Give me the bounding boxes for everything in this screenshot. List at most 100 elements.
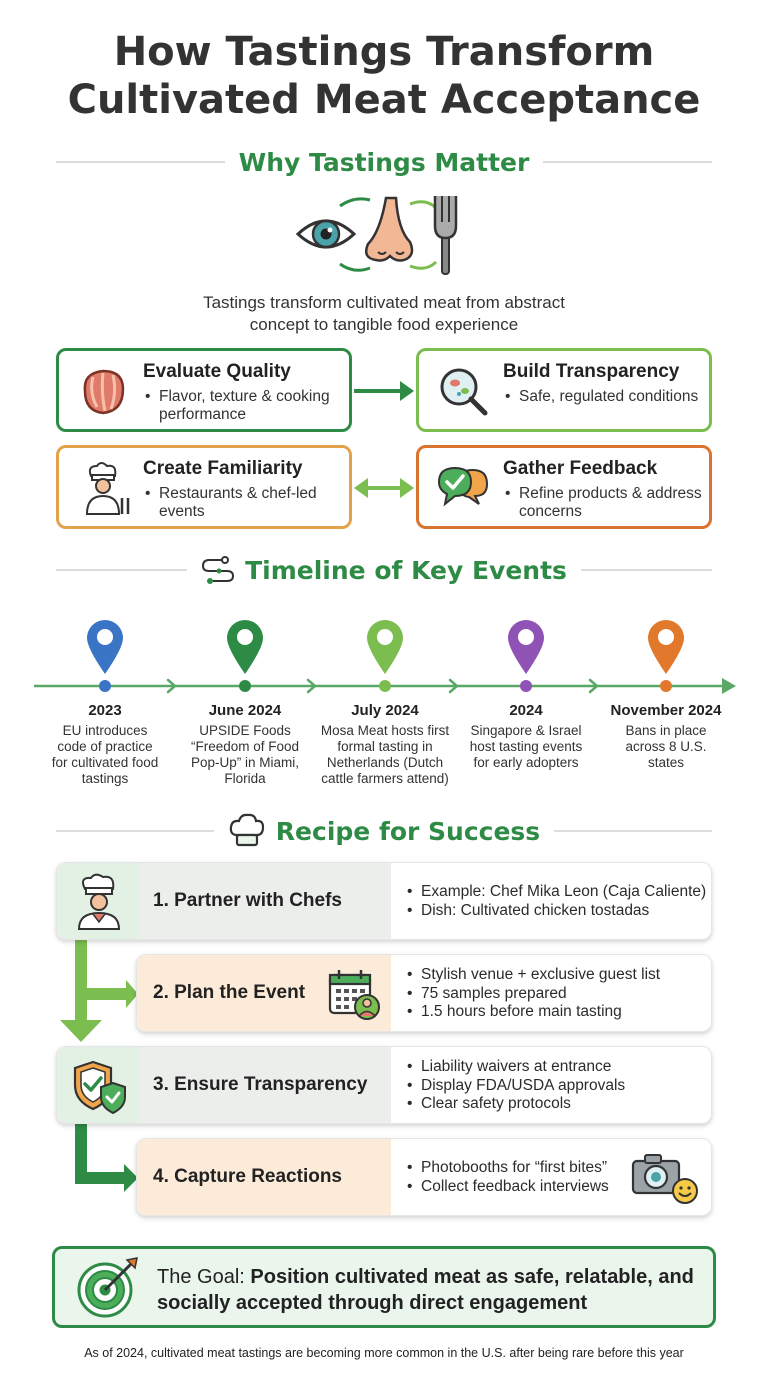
timeline-event: 2024 Singapore & Israel host tasting eve… bbox=[456, 702, 596, 771]
step-bullet: Display FDA/USDA approvals bbox=[407, 1077, 625, 1096]
card-title: Create Familiarity bbox=[143, 458, 303, 479]
step-bullet: Photobooths for “first bites” bbox=[407, 1159, 609, 1178]
event-date: July 2024 bbox=[351, 702, 419, 719]
step-bullet: Dish: Cultivated chicken tostadas bbox=[407, 902, 706, 921]
event-description: UPSIDE Foods “Freedom of Food Pop-Up” in… bbox=[190, 723, 300, 786]
step-bullet: 1.5 hours before main tasting bbox=[407, 1003, 660, 1022]
why-section-heading: Why Tastings Matter bbox=[56, 144, 712, 180]
timeline-event: June 2024 UPSIDE Foods “Freedom of Food … bbox=[175, 702, 315, 787]
arrow-right-connector bbox=[354, 381, 414, 401]
chef-icon bbox=[85, 462, 130, 515]
timeline-section-heading: Timeline of Key Events bbox=[56, 552, 713, 588]
arrow-bidirectional-connector bbox=[354, 478, 414, 498]
shield-check-icon bbox=[73, 1060, 126, 1115]
step-title: 3. Ensure Transparency bbox=[153, 1074, 368, 1095]
step-bullets: Photobooths for “first bites” Collect fe… bbox=[407, 1159, 609, 1196]
timeline-dot bbox=[660, 680, 672, 692]
senses-illustration bbox=[295, 196, 458, 275]
goal-statement: Position cultivated meat as safe, relata… bbox=[157, 1266, 694, 1314]
card-evaluate-quality: Evaluate Quality Flavor, texture & cooki… bbox=[56, 348, 352, 432]
card-bullet: Flavor, texture & cooking performance bbox=[145, 388, 345, 424]
meat-icon bbox=[83, 369, 125, 415]
step-bullet: Stylish venue + exclusive guest list bbox=[407, 966, 660, 985]
timeline-dot bbox=[239, 680, 251, 692]
event-date: 2023 bbox=[88, 702, 122, 719]
page-title: How Tastings Transform Cultivated Meat A… bbox=[0, 28, 768, 124]
speech-bubbles-icon bbox=[437, 466, 489, 507]
camera-smiley-icon bbox=[631, 1154, 698, 1204]
timeline-track bbox=[34, 620, 736, 694]
target-arrow-icon bbox=[77, 1257, 138, 1318]
goal-prefix: The Goal: bbox=[157, 1266, 251, 1288]
map-pin-icon bbox=[648, 620, 684, 692]
timeline-event: November 2024 Bans in place across 8 U.S… bbox=[596, 702, 736, 771]
card-bullet: Refine products & address concerns bbox=[505, 485, 705, 521]
recipe-step-3: 3. Ensure Transparency Liability waivers… bbox=[56, 1046, 712, 1124]
event-description: Mosa Meat hosts first formal tasting in … bbox=[320, 723, 450, 786]
step-title-panel bbox=[137, 1139, 391, 1215]
recipe-heading: Recipe for Success bbox=[275, 816, 541, 846]
chef-hat-icon bbox=[229, 813, 264, 847]
divider bbox=[580, 569, 713, 571]
why-heading: Why Tastings Matter bbox=[238, 147, 530, 177]
timeline-heading-wrap: Timeline of Key Events bbox=[187, 555, 581, 585]
step-bullets: Example: Chef Mika Leon (Caja Caliente) … bbox=[407, 883, 706, 920]
map-pin-icon bbox=[367, 620, 403, 692]
step-bullet: Liability waivers at entrance bbox=[407, 1058, 625, 1077]
timeline-heading: Timeline of Key Events bbox=[245, 555, 567, 585]
map-pin-icon bbox=[87, 620, 123, 692]
intro-line-2: concept to tangible food experience bbox=[249, 315, 519, 334]
why-intro: Tastings transform cultivated meat from … bbox=[104, 292, 664, 336]
step-title: 4. Capture Reactions bbox=[153, 1166, 342, 1187]
divider bbox=[543, 161, 712, 163]
recipe-flow-arrows bbox=[60, 938, 138, 1192]
goal-text: The Goal: Position cultivated meat as sa… bbox=[157, 1264, 713, 1316]
recipe-heading-wrap: Recipe for Success bbox=[214, 813, 554, 849]
timeline-path-icon bbox=[202, 556, 235, 584]
divider bbox=[56, 830, 214, 832]
card-bullet: Restaurants & chef-led events bbox=[145, 485, 345, 521]
intro-line-1: Tastings transform cultivated meat from … bbox=[203, 293, 565, 312]
footnote: As of 2024, cultivated meat tastings are… bbox=[84, 1346, 684, 1360]
step-bullet: Collect feedback interviews bbox=[407, 1178, 609, 1197]
card-build-transparency: Build Transparency Safe, regulated condi… bbox=[416, 348, 712, 432]
timeline-dot bbox=[520, 680, 532, 692]
divider bbox=[554, 830, 712, 832]
card-create-familiarity: Create Familiarity Restaurants & chef-le… bbox=[56, 445, 352, 529]
timeline-event: 2023 EU introduces code of practice for … bbox=[35, 702, 175, 787]
card-title: Evaluate Quality bbox=[143, 361, 291, 382]
event-date: 2024 bbox=[509, 702, 543, 719]
divider bbox=[56, 161, 225, 163]
recipe-step-4: 4. Capture Reactions Photobooths for “fi… bbox=[136, 1138, 712, 1216]
step-bullets: Liability waivers at entrance Display FD… bbox=[407, 1058, 625, 1114]
timeline-dot bbox=[379, 680, 391, 692]
step-title: 1. Partner with Chefs bbox=[153, 890, 342, 911]
fork-icon bbox=[433, 196, 458, 275]
card-title: Build Transparency bbox=[503, 361, 680, 382]
nose-icon bbox=[365, 196, 414, 262]
calendar-person-icon bbox=[328, 970, 380, 1020]
step-bullets: Stylish venue + exclusive guest list 75 … bbox=[407, 966, 660, 1022]
chef-icon bbox=[77, 873, 121, 930]
map-pin-icon bbox=[227, 620, 263, 692]
timeline-dot bbox=[99, 680, 111, 692]
goal-banner: The Goal: Position cultivated meat as sa… bbox=[52, 1246, 716, 1328]
event-description: EU introduces code of practice for culti… bbox=[51, 723, 159, 786]
title-line-2: Cultivated Meat Acceptance bbox=[67, 77, 701, 123]
magnifier-petri-icon bbox=[440, 368, 488, 416]
event-date: November 2024 bbox=[610, 702, 722, 719]
card-bullet: Safe, regulated conditions bbox=[505, 388, 705, 406]
timeline-event: July 2024 Mosa Meat hosts first formal t… bbox=[315, 702, 455, 787]
event-description: Singapore & Israel host tasting events f… bbox=[469, 723, 583, 770]
divider bbox=[56, 569, 188, 571]
recipe-section-heading: Recipe for Success bbox=[56, 813, 712, 849]
step-bullet: Clear safety protocols bbox=[407, 1095, 625, 1114]
eye-icon bbox=[295, 219, 357, 249]
step-title: 2. Plan the Event bbox=[153, 982, 306, 1003]
title-line-1: How Tastings Transform bbox=[113, 29, 655, 75]
event-date: June 2024 bbox=[208, 702, 282, 719]
recipe-step-2: 2. Plan the Event Stylish venue + exclus… bbox=[136, 954, 712, 1032]
recipe-step-1: 1. Partner with Chefs Example: Chef Mika… bbox=[56, 862, 712, 940]
step-bullet: 75 samples prepared bbox=[407, 985, 660, 1004]
map-pin-icon bbox=[508, 620, 544, 692]
